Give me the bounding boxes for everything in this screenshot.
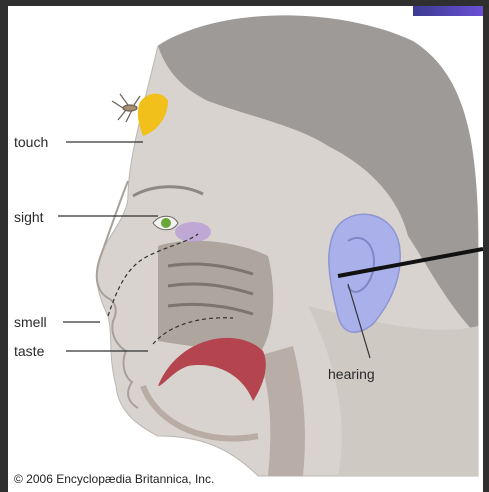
label-sight: sight <box>14 209 44 225</box>
label-hearing: hearing <box>328 366 375 382</box>
copyright-text: © 2006 Encyclopædia Britannica, Inc. <box>14 472 214 486</box>
label-smell: smell <box>14 314 47 330</box>
label-touch: touch <box>14 134 48 150</box>
iris <box>161 218 171 228</box>
head-illustration <box>8 6 483 492</box>
illustration-panel: touch sight smell taste hearing © 2006 E… <box>8 6 483 492</box>
sight-region <box>175 222 211 242</box>
label-taste: taste <box>14 343 44 359</box>
nasal-cavity <box>158 241 273 356</box>
mosquito-icon <box>112 94 140 122</box>
